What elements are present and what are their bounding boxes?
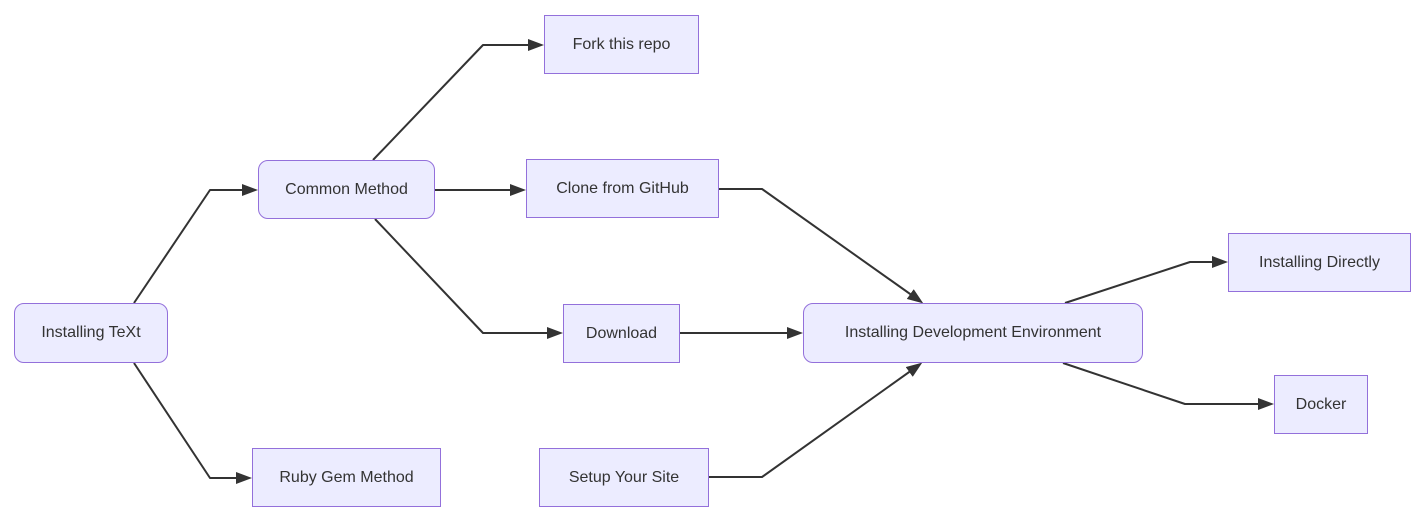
edge-common-method-to-download [374, 218, 563, 339]
node-label: Installing Directly [1259, 253, 1380, 271]
node-label: Docker [1295, 395, 1347, 413]
node-download: Download [563, 304, 680, 363]
edge-setup-your-site-to-installing-dev-env [709, 362, 923, 478]
node-label: Download [585, 324, 658, 342]
edge-installing-text-to-common-method [133, 184, 258, 304]
node-label: Ruby Gem Method [279, 468, 414, 486]
node-installing-directly: Installing Directly [1228, 233, 1411, 292]
node-installing-text: Installing TeXt [14, 303, 168, 363]
node-setup-your-site: Setup Your Site [539, 448, 709, 507]
node-label: Installing Development Environment [844, 324, 1102, 342]
node-common-method: Common Method [258, 160, 435, 219]
node-docker: Docker [1274, 375, 1368, 434]
edge-installing-dev-env-to-installing-directly [1064, 256, 1228, 304]
node-label: Fork this repo [572, 35, 671, 53]
node-label: Clone from GitHub [556, 179, 689, 197]
node-label: Common Method [285, 180, 408, 198]
node-label: Installing TeXt [41, 324, 141, 342]
node-fork-this-repo: Fork this repo [544, 15, 699, 74]
node-label: Setup Your Site [568, 468, 680, 486]
node-installing-dev-env: Installing Development Environment [803, 303, 1143, 363]
edge-installing-text-to-ruby-gem-method [133, 362, 252, 484]
node-ruby-gem-method: Ruby Gem Method [252, 448, 441, 507]
edge-clone-from-github-to-installing-dev-env [719, 188, 924, 304]
node-clone-from-github: Clone from GitHub [526, 159, 719, 218]
edge-installing-dev-env-to-docker [1062, 362, 1274, 410]
edge-common-method-to-fork-this-repo [372, 39, 544, 161]
